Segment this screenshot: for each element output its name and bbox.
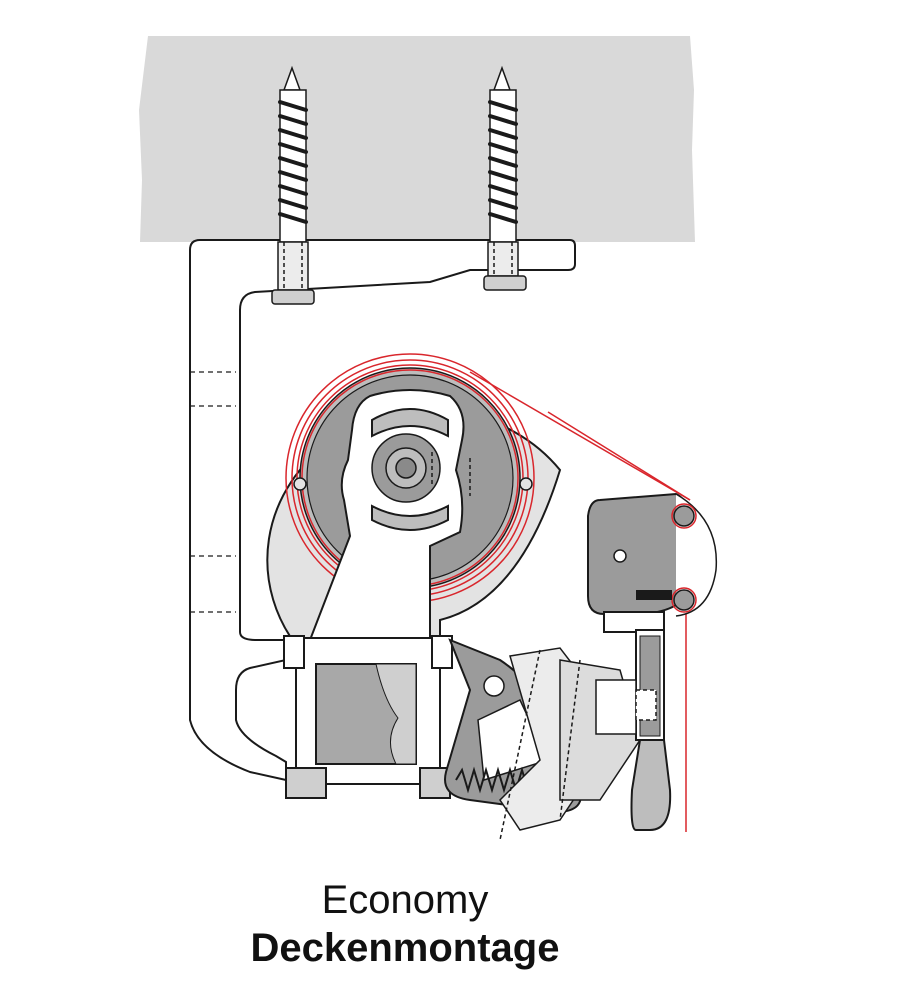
screw-icon <box>488 65 518 243</box>
dowel-icon <box>487 241 519 277</box>
pulley-icon <box>671 587 697 613</box>
profile-seal <box>636 590 672 600</box>
dowel-icon <box>277 241 309 291</box>
screw-icon <box>278 65 308 243</box>
drum-hole-left <box>293 477 307 491</box>
pulley-icon <box>671 503 697 529</box>
axle-core <box>395 457 417 479</box>
front-profile <box>587 492 718 831</box>
mounting-type: Deckenmontage <box>250 926 560 970</box>
gearbox <box>283 635 453 799</box>
hex-nut-icon <box>483 275 527 291</box>
drum-hole-right <box>519 477 533 491</box>
fabric-path <box>469 371 691 832</box>
product-name: Economy <box>321 878 489 922</box>
hex-nut-icon <box>271 289 315 305</box>
ceiling-mount-diagram <box>139 36 718 841</box>
ceiling-slab <box>139 36 695 242</box>
